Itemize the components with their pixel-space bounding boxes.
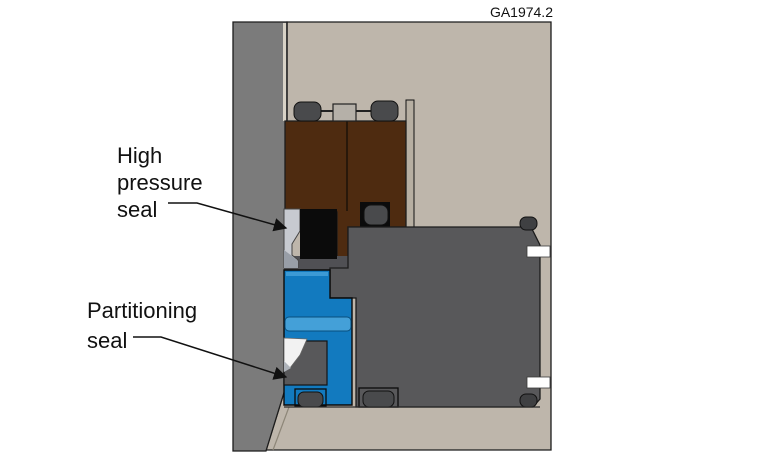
partitioning-seal-leader-arrow xyxy=(133,336,288,380)
partitioning-seal-label-line2: seal xyxy=(87,328,127,353)
gland-oring xyxy=(363,204,389,226)
high-pressure-seal-label-line2: pressure xyxy=(117,170,203,195)
body-bottom-hook xyxy=(519,393,538,408)
body-oring xyxy=(362,390,395,408)
high-pressure-seal-leader-arrow xyxy=(168,202,288,232)
high-pressure-seal-label-line3: seal xyxy=(117,197,157,222)
blue-oring xyxy=(297,391,324,408)
body-top-notch xyxy=(526,245,551,258)
blue-top-highlight xyxy=(286,272,328,276)
sleeve-strip xyxy=(405,99,415,228)
seal-wedge-shadow xyxy=(284,250,298,268)
housing-chamfer-line xyxy=(272,406,290,451)
wall-edge-highlight xyxy=(283,23,286,121)
body-bottom-notch xyxy=(526,376,551,389)
left-wall xyxy=(232,21,288,452)
blue-flange xyxy=(284,316,352,332)
body-top-hook xyxy=(519,216,538,231)
partitioning-seal-label-line1: Partitioning xyxy=(87,298,197,323)
high-pressure-seal xyxy=(300,209,337,259)
top-left-oring xyxy=(293,101,322,122)
main-body xyxy=(329,226,541,408)
top-right-oring xyxy=(370,100,399,122)
spacer-block xyxy=(332,103,357,122)
high-pressure-seal-label-line1: High xyxy=(117,143,162,168)
drawing-number: GA1974.2 xyxy=(490,4,553,20)
